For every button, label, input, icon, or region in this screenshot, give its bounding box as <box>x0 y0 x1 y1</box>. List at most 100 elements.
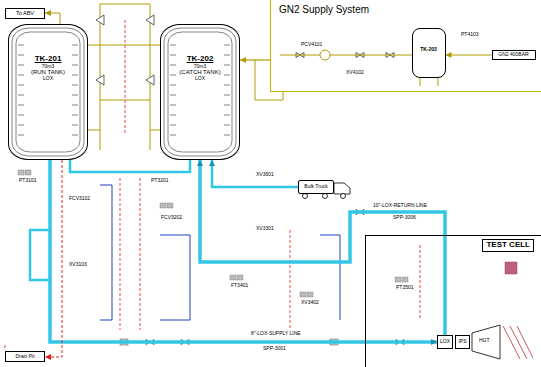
instrument-box <box>167 203 173 208</box>
gn2-manifold <box>88 4 283 150</box>
line-number: SPP-3001 <box>262 346 287 351</box>
node-title: To ABV <box>16 10 34 16</box>
instrument-box <box>230 275 236 280</box>
engine-symbol <box>472 325 533 359</box>
truck-cab <box>341 194 346 199</box>
bulk-truck: Bulk Truck <box>298 180 334 194</box>
drain-line <box>320 235 340 320</box>
instrument-box <box>300 292 306 297</box>
node-text: LOX <box>195 76 205 82</box>
pipe-line <box>45 160 62 357</box>
run-tank: TK-20170m3(RUN TANK)LOX <box>8 24 88 160</box>
pipe-line <box>446 55 492 56</box>
node-title: IPS <box>458 339 466 345</box>
tank-jacket <box>16 32 80 152</box>
gn2-vessel: TK-203 <box>412 28 446 78</box>
gn2-line <box>420 78 438 86</box>
tag-number: PT3101 <box>18 178 38 183</box>
valve-symbol <box>96 15 404 345</box>
instrument-box <box>18 170 517 297</box>
tag-number: FCV3102 <box>68 196 91 201</box>
gn2-manifold <box>88 130 160 131</box>
catch-tank: TK-20270m3(CATCH TANK)LOX <box>160 24 240 160</box>
instrument-box <box>237 275 243 280</box>
tag-number: FT3401 <box>230 283 249 288</box>
node-title: GN2 Supply System <box>279 4 369 15</box>
node-text: (RUN TANK) <box>31 69 65 76</box>
signal-line <box>5 345 6 350</box>
instrument-box <box>505 262 517 274</box>
signal-line <box>420 245 421 320</box>
engine-symbol <box>472 325 500 359</box>
node-title: LOX <box>440 339 450 345</box>
node-title: GN2 400BAR <box>498 52 528 58</box>
gn2-line <box>320 50 330 60</box>
valve-symbol <box>96 15 104 25</box>
pipe-line <box>50 160 437 342</box>
valve-symbol <box>146 75 154 85</box>
lox-bypass <box>30 230 50 280</box>
tank-jacket <box>164 28 236 156</box>
node-text: 70m3 <box>42 64 55 70</box>
truck-cab <box>334 183 350 194</box>
pipe-line <box>212 160 298 187</box>
line-number: SPP-3006 <box>392 215 417 220</box>
tag-number: XV3601 <box>255 172 275 177</box>
instrument-box <box>160 203 166 208</box>
drain-line <box>100 185 340 320</box>
engine-symbol <box>503 326 533 359</box>
instrument-box <box>307 292 313 297</box>
tank-jacket <box>12 28 84 156</box>
instrument-box <box>395 277 401 282</box>
gn2-manifold <box>255 60 283 100</box>
valve-symbol <box>96 75 104 85</box>
gn2-line <box>280 55 412 56</box>
tag-number: PT4103 <box>460 32 480 37</box>
tank-jacket <box>170 45 176 135</box>
tank-jacket <box>168 32 232 152</box>
gn2-source: GN2 400BAR <box>492 50 536 60</box>
truck-cab <box>303 194 308 199</box>
tag-number: XV3301 <box>255 226 275 231</box>
signal-line <box>125 20 126 135</box>
tag-number: XV4102 <box>345 70 365 75</box>
lox-inlet: LOX <box>437 335 453 349</box>
node-text: LOX <box>43 76 53 82</box>
tag-number: PCV4101 <box>300 42 323 47</box>
lox-bypass <box>30 160 190 280</box>
pipe-line <box>200 160 445 335</box>
instrument-box <box>18 170 24 175</box>
node-title: TK-203 <box>420 47 437 53</box>
node-text: (CATCH TANK) <box>179 69 220 76</box>
line-label: 8"-LOX-SUPPLY LINE <box>250 331 302 336</box>
pipe-line <box>45 13 60 24</box>
node-title: Bulk Truck <box>304 184 327 190</box>
vent-outlet: To ABV <box>5 8 45 19</box>
tag-number: PT3201 <box>150 178 170 183</box>
tag-number: PT3501 <box>395 285 415 290</box>
tag-number: XV3103 <box>68 262 88 267</box>
signal-line <box>120 178 121 330</box>
test-cell-panel: TEST CELL LOX IPS <box>365 235 541 367</box>
drain-line <box>100 185 112 320</box>
node-title: Drain Pit <box>15 354 34 360</box>
node-title: TK-201 <box>35 55 62 64</box>
line-label: 10"-LOX-RETURN LINE <box>372 203 428 208</box>
tag-number: FCV3202 <box>160 215 183 220</box>
gn2-manifold <box>100 4 150 150</box>
ips-unit: IPS <box>455 335 470 349</box>
instrument-box <box>402 277 408 282</box>
lox-bypass <box>70 160 190 172</box>
truck-cab <box>323 194 328 199</box>
valve-symbol <box>146 15 154 25</box>
signal-line <box>290 230 291 330</box>
drain-line <box>160 235 190 320</box>
signal-line <box>140 178 141 330</box>
component-label: HGT <box>478 338 491 343</box>
node-title: TK-202 <box>187 55 214 64</box>
pipe-line <box>240 59 270 60</box>
pipe-line <box>88 44 160 45</box>
node-title: TEST CELL <box>482 239 534 252</box>
tank-jacket <box>18 45 24 135</box>
drain-pit: Drain Pit <box>5 351 45 362</box>
